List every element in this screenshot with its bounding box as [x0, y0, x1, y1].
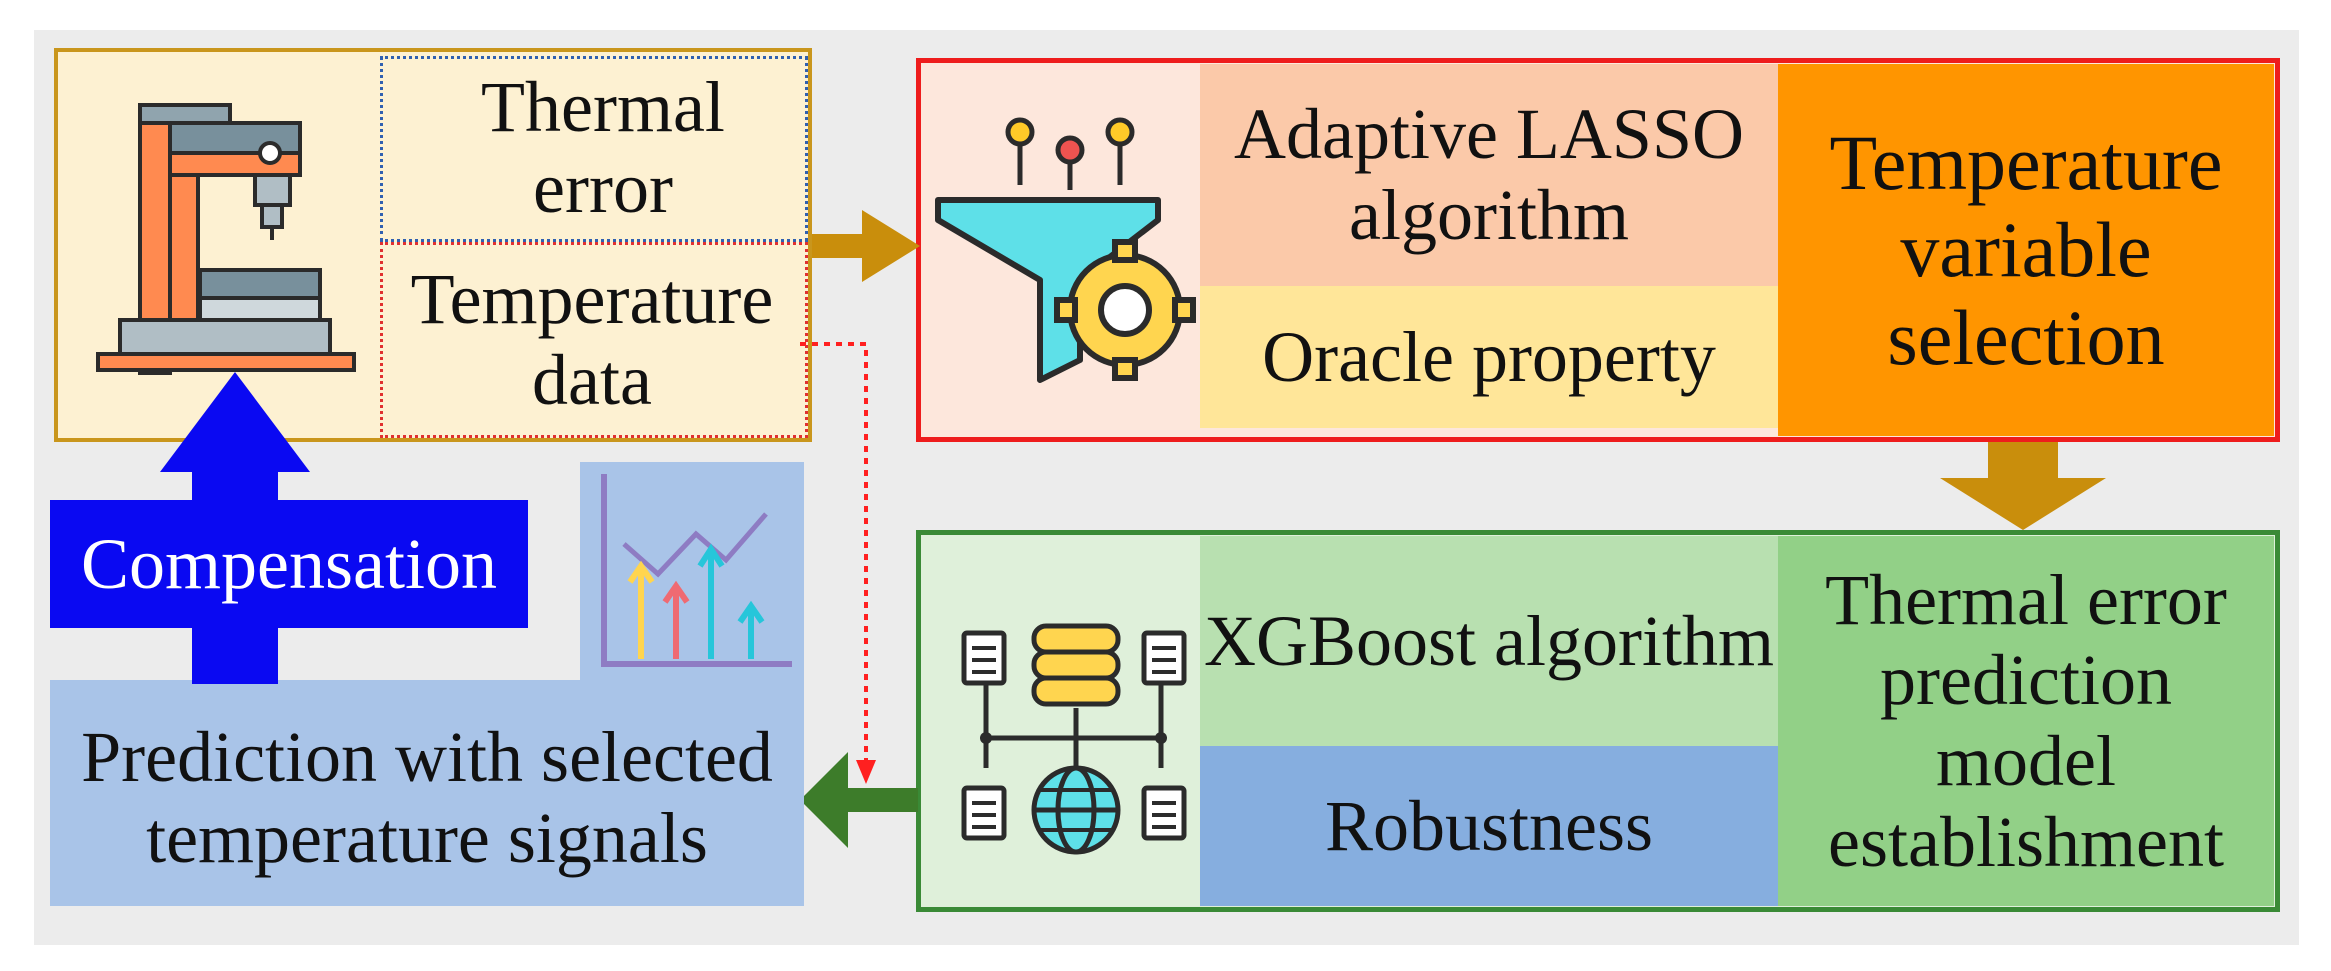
prediction-model-establishment-label: Thermal error prediction model establish… — [1778, 536, 2274, 906]
prediction-panel-top — [580, 462, 804, 682]
funnel-gear-icon — [935, 117, 1196, 383]
arrow-to-model — [1940, 442, 2106, 530]
database-network-icon — [961, 623, 1187, 855]
temperature-data-cell — [380, 242, 808, 438]
oracle-property-label: Oracle property — [1200, 286, 1778, 428]
rising-chart-icon — [601, 474, 792, 667]
prediction-label: Prediction with selected temperature sig… — [50, 680, 804, 906]
temperature-variable-selection-label: Temperature variable selection — [1778, 64, 2274, 436]
compensation-label: Compensation — [50, 500, 528, 628]
machine-tool-icon — [96, 103, 356, 375]
arrow-to-prediction — [800, 752, 918, 848]
thermal-error-cell — [380, 56, 808, 242]
thermal-error-label: Thermal error — [481, 67, 725, 228]
adaptive-lasso-label: Adaptive LASSO algorithm — [1200, 64, 1778, 286]
xgboost-label: XGBoost algorithm — [1200, 536, 1778, 746]
temperature-data-label: Temperature data — [410, 259, 774, 420]
arrow-to-selection — [812, 210, 920, 282]
dotted-connector — [800, 342, 876, 784]
robustness-label: Robustness — [1200, 746, 1778, 906]
